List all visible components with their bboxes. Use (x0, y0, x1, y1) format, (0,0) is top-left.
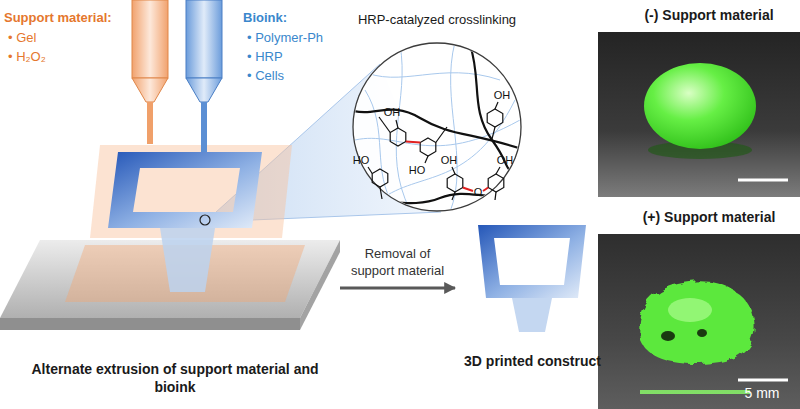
crosslinks (406, 142, 488, 192)
scale-label: 5 mm (730, 384, 794, 402)
phenol-ring (447, 174, 463, 192)
photo-background (598, 32, 800, 197)
bond (495, 192, 496, 200)
bullet-item: • Gel (8, 30, 36, 47)
circle-outline (352, 42, 522, 212)
bioink-pedestal (160, 228, 215, 292)
support-layer (90, 145, 292, 238)
zoom-title: HRP-catalyzed crosslinking (322, 12, 552, 29)
scale-bar (738, 379, 788, 382)
construct-pedestal (512, 298, 552, 332)
bond (368, 167, 372, 174)
syringe-needle (147, 102, 153, 144)
bullet-item: • H₂O₂ (8, 49, 46, 66)
platform-side (300, 240, 340, 330)
phenol-rings (368, 102, 504, 200)
network-strand (360, 70, 500, 80)
bond (379, 117, 390, 133)
process-arrow (340, 287, 455, 290)
syringe-taper (132, 78, 168, 102)
bioink-frame (108, 152, 262, 228)
network (350, 42, 525, 212)
gel-hole (661, 331, 675, 341)
bullet-item: • HRP (247, 49, 283, 66)
bond (452, 167, 455, 174)
glow-strip (640, 390, 750, 394)
syringe-taper (186, 78, 222, 102)
bond (425, 156, 428, 163)
material-heading: Bioink: (243, 10, 287, 27)
construct-frame (478, 225, 586, 298)
zoom-circle-shape (353, 43, 521, 211)
bioink-syringe: Bioink: • Polymer-Ph • HRP • Cells (180, 0, 330, 150)
crosslink-bond (483, 188, 488, 192)
bullet-item: • Polymer-Ph (247, 30, 323, 47)
phenol-ring (420, 138, 436, 156)
crosslink-bond (406, 142, 420, 143)
network-strand (396, 45, 410, 210)
printed-construct: 3D printed construct (455, 215, 610, 375)
edge-label: Removal of support material (342, 246, 454, 280)
phenol-ring (372, 169, 388, 187)
photo-title: (-) Support material (618, 6, 800, 24)
printing-platform: Alternate extrusion of support material … (10, 238, 340, 403)
bond (452, 192, 455, 200)
bond (396, 120, 398, 128)
network-strand (450, 42, 457, 212)
bond (495, 102, 498, 109)
connectors (340, 288, 455, 289)
scale-bar (738, 179, 788, 182)
bond (496, 167, 500, 174)
zoom-circle: HRP-catalyzed crosslinking (352, 42, 522, 212)
phenol-ring (488, 174, 504, 192)
polymer-chain (350, 110, 525, 150)
crosslink-bond (463, 188, 473, 192)
network-strand (365, 90, 395, 208)
stage-caption: Alternate extrusion of support material … (20, 360, 330, 396)
network-strand (355, 120, 520, 146)
gel-hole (697, 329, 707, 337)
polymer-chain (355, 190, 522, 205)
zoom-point (200, 215, 210, 225)
material-heading: Support material: (4, 10, 112, 27)
platform-front (0, 318, 300, 330)
support-syringe: Support material: • Gel • H₂O₂ (0, 0, 172, 150)
bond (492, 127, 495, 139)
syringe-needle (201, 102, 207, 152)
phenol-ring (390, 128, 406, 146)
photo-panel: (-) Support material (598, 32, 800, 197)
gel-highlight (668, 298, 712, 322)
photo-panel: (+) Support material5 mm (598, 234, 800, 409)
polymer-chain (470, 45, 522, 172)
gel-blob (644, 63, 756, 149)
printed-gel (639, 281, 754, 364)
syringe-body (132, 0, 168, 78)
syringe-body (186, 0, 222, 78)
stage-caption: 3D printed construct (455, 352, 610, 370)
phenol-ring (487, 109, 503, 127)
bond (380, 187, 382, 199)
bullet-item: • Cells (247, 68, 284, 85)
photo-background (598, 234, 800, 409)
network-strand (380, 100, 515, 200)
photo-title: (+) Support material (618, 208, 800, 226)
bond (436, 127, 447, 143)
